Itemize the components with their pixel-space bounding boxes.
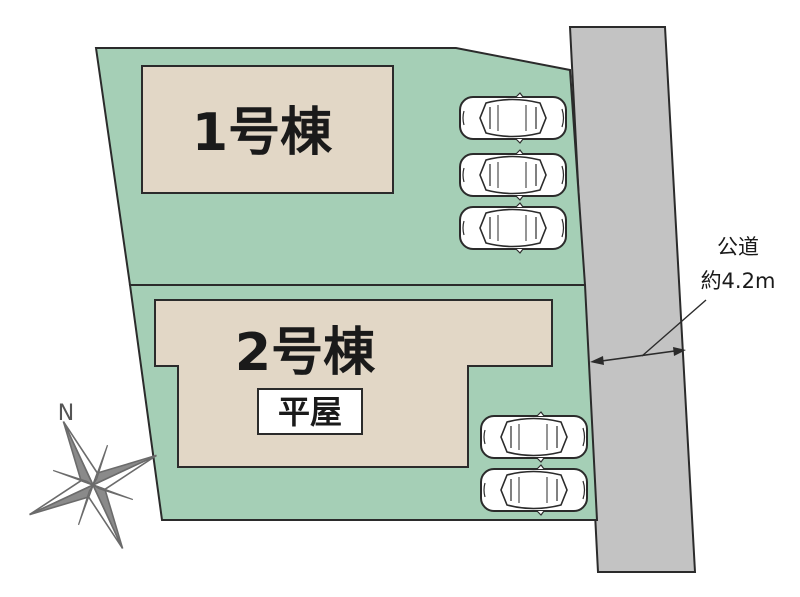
car-icon — [459, 202, 567, 254]
single-story-label: 平屋 — [278, 393, 342, 431]
single-story-badge — [257, 388, 363, 435]
car-icon — [480, 411, 588, 463]
compass-rose-icon — [29, 421, 157, 549]
road-width-label: 約4.2m — [701, 269, 776, 293]
building-1 — [141, 65, 394, 194]
building-2-label: 2号棟 — [235, 323, 376, 383]
car-icon — [459, 92, 567, 144]
road-name-label: 公道 — [717, 235, 759, 259]
car-icon — [459, 149, 567, 201]
car-icon — [480, 464, 588, 516]
compass-north-label: N — [58, 401, 74, 426]
building-2 — [154, 299, 553, 468]
dimension-arrow-icon — [590, 299, 707, 365]
building-1-label: 1号棟 — [192, 103, 333, 163]
